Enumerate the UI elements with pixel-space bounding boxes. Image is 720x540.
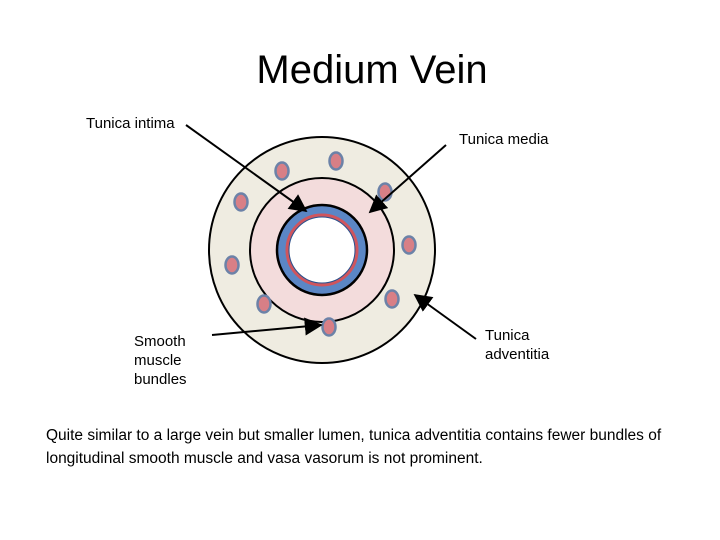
muscle-bundle bbox=[401, 235, 417, 255]
arrow-adventitia bbox=[413, 293, 477, 340]
muscle-bundle bbox=[328, 151, 344, 171]
arrow-smooth-muscle bbox=[211, 317, 323, 336]
label-tunica-intima: Tunica intima bbox=[86, 115, 175, 132]
muscle-bundle bbox=[321, 317, 337, 337]
arrow-intima bbox=[185, 124, 308, 213]
muscle-bundle bbox=[384, 289, 400, 309]
label-tunica-adventitia: Tunica adventitia bbox=[485, 327, 550, 363]
muscle-bundle bbox=[274, 161, 290, 181]
endothelium-ring bbox=[285, 213, 359, 287]
muscle-bundle bbox=[256, 294, 272, 314]
label-smooth-muscle-bundles: Smooth muscle bundles bbox=[134, 333, 187, 388]
muscle-bundle bbox=[233, 192, 249, 212]
lumen bbox=[288, 216, 356, 284]
muscle-bundle bbox=[224, 255, 240, 275]
caption-text: Quite similar to a large vein but smalle… bbox=[46, 427, 662, 467]
page-title: Medium Vein bbox=[256, 48, 488, 92]
arrow-media bbox=[368, 144, 447, 214]
label-tunica-media: Tunica media bbox=[459, 131, 549, 148]
